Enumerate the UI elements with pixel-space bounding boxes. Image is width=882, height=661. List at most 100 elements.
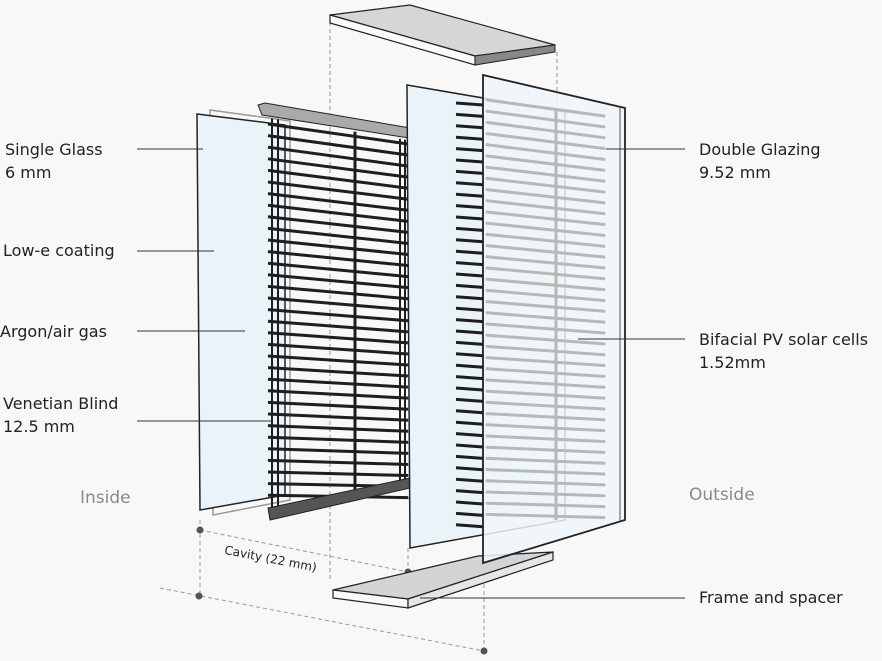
blind-slat xyxy=(267,366,409,378)
blind-slat xyxy=(267,377,409,389)
venetian-blind-thickness: 12.5 mm xyxy=(3,417,75,436)
pv-cell-stripe xyxy=(455,158,484,164)
inside-label: Inside xyxy=(80,488,131,508)
blind-slat xyxy=(267,192,409,212)
pv-cell-stripe xyxy=(485,490,606,498)
pv-cell-stripe xyxy=(485,311,606,324)
bottom-frame xyxy=(332,551,554,609)
pv-cell-stripe xyxy=(455,523,484,529)
pv-cell-stripe xyxy=(455,511,484,517)
pv-cell-stripe xyxy=(485,445,606,454)
pv-cell-stripe xyxy=(485,154,606,172)
pv-cell-stripe xyxy=(485,400,606,411)
pv-cell-stripe xyxy=(455,340,484,346)
pv-cell-stripe xyxy=(485,456,606,465)
pv-cell-stripe xyxy=(455,466,484,472)
pv-cell-stripe xyxy=(455,204,484,210)
pv-cell-stripe xyxy=(485,120,606,140)
pv-label: Bifacial PV solar cells 1.52mm xyxy=(699,328,868,374)
pv-cell-stripe xyxy=(455,249,484,255)
pv-cell-stripe xyxy=(455,226,484,232)
pv-cell-stripe xyxy=(485,98,606,118)
pv-cell-stripe xyxy=(485,109,606,129)
pv-title: Bifacial PV solar cells xyxy=(699,330,869,349)
pv-cell-stripe xyxy=(485,468,606,476)
top-frame xyxy=(329,4,556,66)
frame-label: Frame and spacer xyxy=(699,588,843,607)
pv-cells-back xyxy=(455,101,484,529)
pv-cell-stripe xyxy=(485,389,606,400)
outside-label: Outside xyxy=(689,485,755,505)
single-glass-thickness: 6 mm xyxy=(5,163,52,182)
bifacial-pv-cells xyxy=(485,98,606,520)
blind-slat xyxy=(267,435,409,444)
blind-slat xyxy=(267,261,409,279)
pv-cell-stripe xyxy=(485,344,606,357)
pv-cell-stripe xyxy=(485,356,606,368)
blind-slat xyxy=(267,458,409,466)
argon-label: Argon/air gas xyxy=(0,322,107,341)
blind-slat xyxy=(267,145,409,168)
pv-cell-stripe xyxy=(485,199,606,216)
pv-cell-stripe xyxy=(455,261,484,267)
pv-cell-stripe xyxy=(485,266,606,281)
pv-cell-stripe xyxy=(455,318,484,324)
pv-cell-stripe xyxy=(455,181,484,187)
blind-slat xyxy=(267,470,409,477)
blind-slat xyxy=(267,157,409,179)
blind-slat xyxy=(267,424,409,433)
pv-cell-stripe xyxy=(485,322,606,335)
blind-slat xyxy=(267,400,409,411)
pv-cell-stripe xyxy=(455,169,484,175)
pv-cell-stripe xyxy=(485,434,606,443)
pv-cell-stripe xyxy=(455,420,484,426)
pv-cell-stripe xyxy=(455,215,484,221)
pv-cell-stripe xyxy=(485,512,606,519)
pv-cell-stripe xyxy=(485,423,606,433)
pv-cell-stripe xyxy=(485,176,606,194)
blind-slat xyxy=(267,215,409,234)
pv-cell-stripe xyxy=(455,306,484,312)
pv-cell-stripe xyxy=(455,443,484,449)
double-glazing-thickness: 9.52 mm xyxy=(699,163,771,182)
single-glass-label: Single Glass 6 mm xyxy=(5,138,103,184)
pv-cell-stripe xyxy=(455,432,484,438)
pv-cell-stripe xyxy=(455,352,484,358)
pv-cell-stripe xyxy=(485,221,606,237)
pv-cell-stripe xyxy=(455,238,484,244)
blind-slat xyxy=(267,354,409,367)
blind-slat xyxy=(267,168,409,190)
pv-cell-stripe xyxy=(485,378,606,389)
double-glazing-title: Double Glazing xyxy=(699,140,821,159)
blind-slat xyxy=(267,447,409,455)
blind-slat xyxy=(267,319,409,334)
double-glazing-label: Double Glazing 9.52 mm xyxy=(699,138,821,184)
pv-cell-stripe xyxy=(485,501,606,509)
leader-lines xyxy=(137,148,685,599)
blind-slat xyxy=(267,226,409,245)
blind-slat xyxy=(267,134,409,157)
venetian-blind-label: Venetian Blind 12.5 mm xyxy=(3,392,118,438)
pv-cell-stripe xyxy=(485,367,606,378)
pv-cell-stripe xyxy=(455,409,484,415)
pv-cell-stripe xyxy=(455,295,484,301)
blind-slat xyxy=(267,238,409,256)
blind-slat xyxy=(267,180,409,201)
pv-cell-stripe xyxy=(455,283,484,289)
pv-cell-stripe xyxy=(455,272,484,278)
pv-cell-stripe xyxy=(485,300,606,313)
pv-cell-stripe xyxy=(485,333,606,346)
pv-cell-stripe xyxy=(485,165,606,183)
pv-thickness: 1.52mm xyxy=(699,353,766,372)
pv-cell-stripe xyxy=(455,147,484,153)
pv-cell-stripe xyxy=(485,244,606,259)
pv-cell-stripe xyxy=(455,386,484,392)
blind-slat xyxy=(267,203,409,223)
pv-cell-stripe xyxy=(485,288,606,302)
pv-cell-stripe xyxy=(485,255,606,270)
pv-cell-stripe xyxy=(455,477,484,483)
pv-cell-stripe xyxy=(455,397,484,403)
pv-cell-stripe xyxy=(485,143,606,161)
pv-cell-stripe xyxy=(455,101,484,107)
